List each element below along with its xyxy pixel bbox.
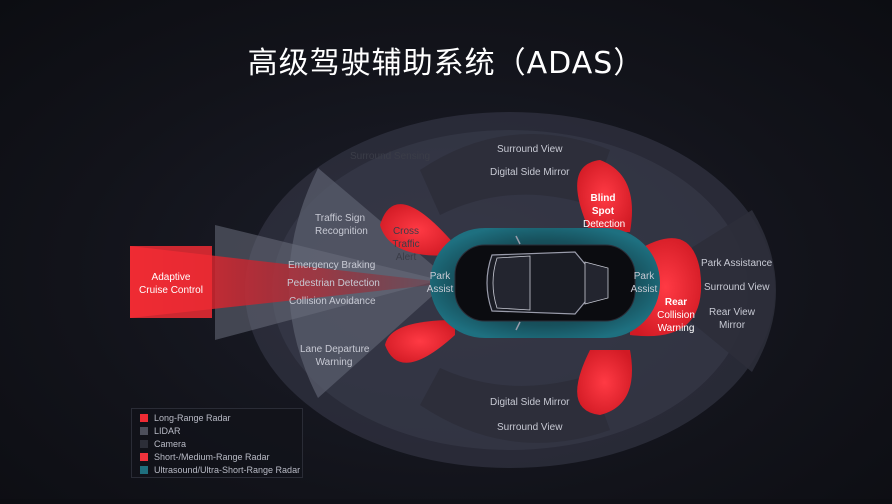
page-title: 高级驾驶辅助系统（ADAS） (247, 46, 645, 81)
top-camera-arc (420, 134, 610, 215)
legend: Long-Range Radar LIDAR Camera Short-/Med… (131, 408, 303, 478)
label-rear-collision-warning: Rear Collision Warning (657, 297, 695, 334)
label-cross-traffic-alert: Cross Traffic Alert (392, 226, 420, 263)
blind-spot-radar-lobe (577, 160, 632, 232)
label-surround-view-bottom: Surround View (497, 422, 563, 433)
label-traffic-sign-recognition: Traffic Sign Recognition (315, 213, 368, 237)
label-surround-view-top: Surround View (497, 144, 563, 155)
label-digital-side-mirror-top: Digital Side Mirror (490, 167, 570, 178)
legend-item-lidar: LIDAR (140, 425, 181, 437)
legend-swatch (140, 466, 148, 474)
long-range-radar-end (130, 246, 212, 318)
label-park-assist-rear: Park Assist (630, 271, 658, 295)
car-icon (454, 235, 636, 331)
label-park-assistance: Park Assistance (701, 258, 773, 269)
rear-camera-wedge (640, 210, 776, 372)
cross-traffic-radar-lobe (380, 204, 455, 256)
label-lane-departure-warning: Lane Departure Warning (300, 344, 370, 368)
label-emergency-braking: Emergency Braking (288, 260, 376, 271)
legend-swatch (140, 427, 148, 435)
front-lower-radar-lobe (385, 320, 455, 363)
legend-swatch (140, 440, 148, 448)
legend-item-camera: Camera (140, 438, 186, 450)
label-pedestrian-detection: Pedestrian Detection (287, 278, 380, 289)
legend-item-ultrasound: Ultrasound/Ultra-Short-Range Radar (140, 464, 300, 476)
legend-item-long-range-radar: Long-Range Radar (140, 412, 231, 424)
label-surround-sensing: Surround Sensing (350, 151, 431, 162)
label-rear-view-mirror: Rear View Mirror (709, 307, 755, 331)
legend-swatch (140, 453, 148, 461)
label-blind-spot: Blind Spot Detection (583, 193, 626, 230)
bottom-camera-arc (420, 368, 610, 443)
label-adaptive-cruise-control: Adaptive Cruise Control (139, 272, 203, 296)
label-surround-view-right: Surround View (704, 282, 770, 293)
legend-swatch (140, 414, 148, 422)
legend-item-short-medium-radar: Short-/Medium-Range Radar (140, 451, 270, 463)
label-digital-side-mirror-bottom: Digital Side Mirror (490, 397, 570, 408)
label-collision-avoidance: Collision Avoidance (289, 296, 376, 307)
label-park-assist-front: Park Assist (426, 271, 454, 295)
bottom-blind-spot-radar-lobe (577, 350, 632, 415)
